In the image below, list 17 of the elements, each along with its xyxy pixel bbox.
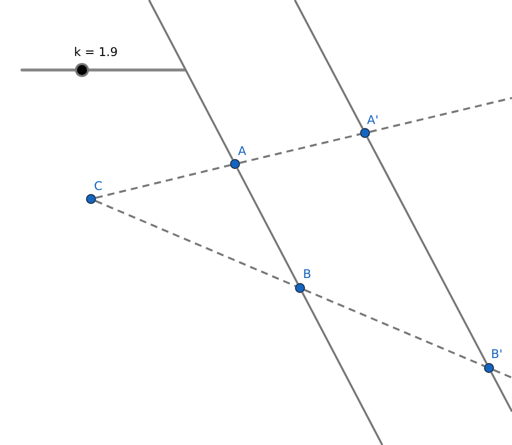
line-segment xyxy=(366,136,488,364)
point xyxy=(484,363,494,373)
dashed-line xyxy=(95,200,296,287)
point xyxy=(360,128,370,138)
point-label: A' xyxy=(367,113,379,127)
point-label: B' xyxy=(491,347,503,361)
dashed-line xyxy=(96,164,230,199)
line-segment xyxy=(236,168,299,284)
dashed-line xyxy=(240,133,360,164)
point xyxy=(86,194,96,204)
point-label: B xyxy=(303,267,312,281)
point xyxy=(295,283,305,293)
dashed-line xyxy=(304,289,485,367)
point xyxy=(230,159,240,169)
point-label: C xyxy=(94,179,102,193)
point-label: A xyxy=(238,144,246,158)
slider-label: k = 1.9 xyxy=(74,45,118,59)
